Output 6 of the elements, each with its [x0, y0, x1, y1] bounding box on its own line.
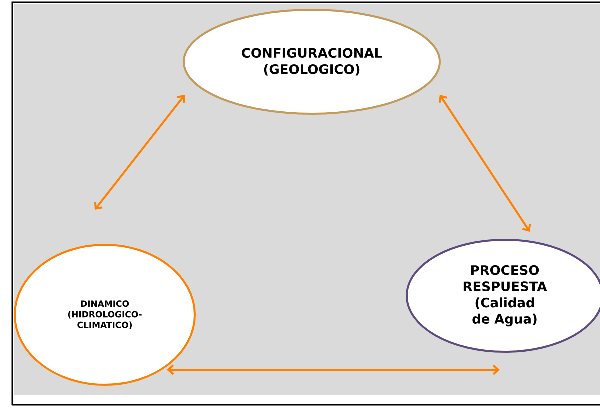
arrow	[438, 95, 532, 232]
ellipse-node: CONFIGURACIONAL (GEOLOGICO)	[183, 9, 441, 115]
ellipse-node: DINAMICO (HIDROLOGICO-CLIMATICO)	[14, 244, 196, 386]
arrow	[167, 364, 500, 376]
arrow	[94, 95, 186, 210]
ellipse-node: PROCESO RESPUESTA (Calidad de Agua)	[406, 239, 600, 353]
